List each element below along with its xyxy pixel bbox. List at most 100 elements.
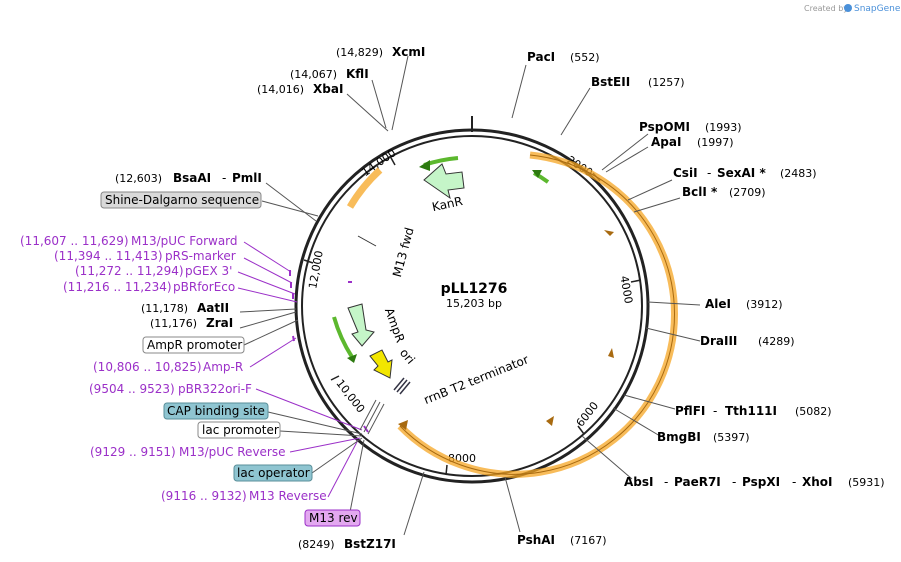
box-cap-binding-site <box>163 402 269 420</box>
site-bstz17i: BstZ17I <box>344 537 396 551</box>
site-pspxi: PspXI <box>742 475 780 489</box>
site-csii: CsiI <box>673 166 698 180</box>
primer-prs-marker: pRS-marker <box>165 249 236 263</box>
site-bsteii: BstEII <box>591 75 630 89</box>
site-xbai: XbaI <box>313 82 343 96</box>
box-lac-operator <box>233 464 313 482</box>
site-absi: AbsI <box>624 475 653 489</box>
site-draiii: DraIII <box>700 334 737 348</box>
box-leaders <box>243 200 385 513</box>
site-paci: PacI <box>527 50 555 64</box>
site-zrai-pos: (11,176) <box>150 317 197 330</box>
site-pspomi-pos: (1993) <box>705 121 742 134</box>
credit-brand: SnapGene <box>854 4 901 14</box>
site-xcmi-pos: (14,829) <box>336 46 383 59</box>
site-aatii-pos: (11,178) <box>141 302 188 315</box>
primer-m13puc-rev-pos: (9129 .. 9151) <box>90 445 176 459</box>
site-paer7i: PaeR7I <box>674 475 721 489</box>
orange-arc-left <box>346 167 383 209</box>
m13fwd-leader <box>357 235 377 247</box>
site-bsaai: BsaAI <box>173 171 211 185</box>
site-pshai-pos: (7167) <box>570 534 607 547</box>
site-apai-pos: (1997) <box>697 136 734 149</box>
primer-prs-marker-pos: (11,394 .. 11,413) <box>54 249 163 263</box>
site-bsteii-pos: (1257) <box>648 76 685 89</box>
box-shine-dalgarno-label: Shine-Dalgarno sequence <box>105 193 259 207</box>
box-m13-rev <box>304 509 361 527</box>
site-absi-dash1: - <box>664 475 668 489</box>
site-pspomi: PspOMI <box>639 120 690 134</box>
primer-ampr-pos: (10,806 .. 10,825) <box>93 360 202 374</box>
ori-label: ori <box>397 346 418 367</box>
tick-label-6000: 6000 <box>574 399 601 429</box>
arc-arrow-4 <box>398 420 408 430</box>
site-pshai: PshAI <box>517 533 555 547</box>
rrnb-marks <box>393 377 411 395</box>
primer-pbr322ori: pBR322ori-F <box>178 382 252 396</box>
primer-m13puc-fwd: M13/pUC Forward <box>131 234 238 248</box>
site-aatii: AatII <box>197 301 229 315</box>
green-arc-3 <box>332 316 354 359</box>
site-alei-pos: (3912) <box>746 298 783 311</box>
right-leaders <box>504 64 701 533</box>
site-absi-dash3: - <box>792 475 796 489</box>
primer-m13-rev-pos: (9116 .. 9132) <box>161 489 247 503</box>
arc-arrow-2 <box>608 348 614 358</box>
box-ampr-promoter-label: AmpR promoter <box>147 338 242 352</box>
tick-label-10000: 10,000 <box>333 377 367 415</box>
site-kfli-pos: (14,067) <box>290 68 337 81</box>
left-leaders <box>239 55 425 536</box>
site-paci-pos: (552) <box>570 51 600 64</box>
site-kfli: KflI <box>346 67 369 81</box>
green-arrow-head-2 <box>419 160 430 171</box>
primer-pbrforeco-pos: (11,216 .. 11,234) <box>63 280 172 294</box>
box-m13-rev-label: M13 rev <box>309 511 358 525</box>
ori-arrow <box>369 349 393 379</box>
box-shine-dalgarno <box>100 191 262 209</box>
box-ampr-promoter <box>142 336 245 354</box>
kanr-arrow <box>423 163 465 200</box>
primer-marks <box>289 270 369 433</box>
site-xbai-pos: (14,016) <box>257 83 304 96</box>
primer-ampr: Amp-R <box>203 360 243 374</box>
primer-pgex3: pGEX 3' <box>185 264 232 278</box>
orange-feature-arc-core <box>399 154 675 475</box>
site-draiii-pos: (4289) <box>758 335 795 348</box>
site-pmli: PmlI <box>232 171 262 185</box>
box-lac-promoter <box>197 421 281 439</box>
box-lac-operator-label: lac operator <box>237 466 310 480</box>
plasmid-size: 15,203 bp <box>446 297 502 310</box>
primer-m13puc-fwd-pos: (11,607 .. 11,629) <box>20 234 129 248</box>
site-pflfi-dash: - <box>713 404 717 418</box>
site-absi-dash2: - <box>732 475 736 489</box>
ampr-label: AmpR <box>382 306 407 344</box>
tick-label-4000: 4000 <box>617 275 635 305</box>
site-csii-dash: - <box>707 166 711 180</box>
site-tth111i: Tth111I <box>725 404 777 418</box>
site-xcmi: XcmI <box>392 45 425 59</box>
box-lac-promoter-label: lac promoter <box>202 423 279 437</box>
plasmid-name: pLL1276 <box>441 281 508 297</box>
site-sexai: SexAI * <box>717 166 766 180</box>
site-pflfi: PflFI <box>675 404 705 418</box>
box-cap-binding-site-label: CAP binding site <box>167 404 265 418</box>
snapgene-logo-icon <box>844 4 852 12</box>
primer-pgex3-pos: (11,272 .. 11,294) <box>75 264 184 278</box>
site-bcli-pos: (2709) <box>729 186 766 199</box>
arc-arrow-1 <box>604 230 614 236</box>
arc-arrow-3 <box>546 416 554 426</box>
site-bmgbi: BmgBI <box>657 430 701 444</box>
green-arrow-head-3 <box>347 354 357 363</box>
ampr-arrow <box>347 303 375 347</box>
site-csii-pos: (2483) <box>780 167 817 180</box>
site-zrai: ZraI <box>206 316 233 330</box>
primer-m13puc-rev: M13/pUC Reverse <box>179 445 286 459</box>
primer-leaders <box>237 241 363 498</box>
site-bstz17i-pos: (8249) <box>298 538 335 551</box>
green-arc-1 <box>533 171 550 184</box>
site-alei: AleI <box>705 297 731 311</box>
site-xhoi: XhoI <box>802 475 833 489</box>
m13fwd-label: M13 fwd <box>390 226 417 279</box>
credit-text: Created by <box>804 4 848 13</box>
